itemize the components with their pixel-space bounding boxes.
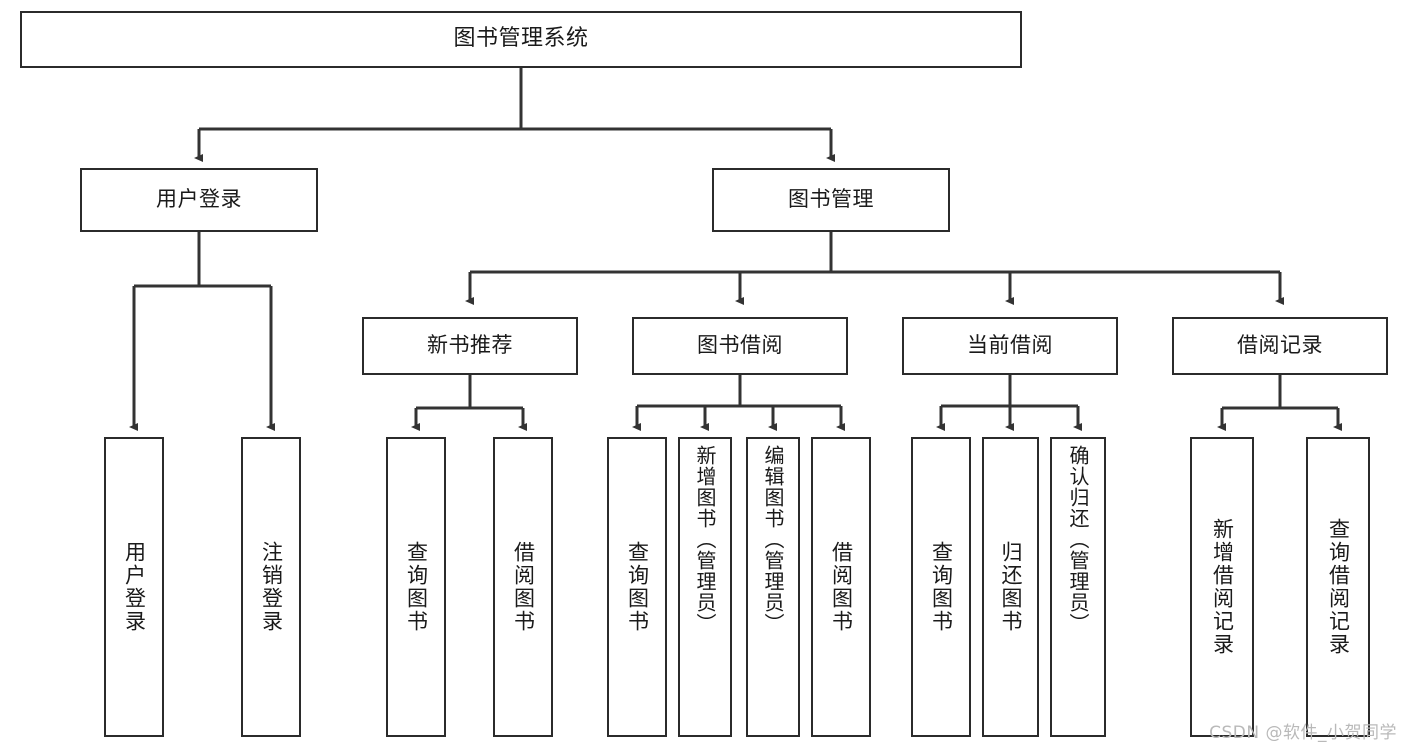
- node-leaf-user-login-label: 用户登录: [122, 541, 147, 633]
- node-user-login[interactable]: 用户登录: [80, 168, 318, 232]
- node-leaf-add-record[interactable]: 新增借阅记录: [1190, 437, 1254, 737]
- node-leaf-logout[interactable]: 注销登录: [241, 437, 301, 737]
- node-book-borrow-label: 图书借阅: [697, 333, 783, 358]
- node-leaf-logout-label: 注销登录: [259, 541, 284, 633]
- node-leaf-edit-book[interactable]: 编辑图书（管理员）: [746, 437, 800, 737]
- node-borrow-record-label: 借阅记录: [1237, 333, 1323, 358]
- node-root-label: 图书管理系统: [453, 26, 589, 52]
- node-user-login-label: 用户登录: [156, 187, 242, 212]
- node-leaf-borrow-book-2-label: 借阅图书: [829, 541, 854, 633]
- node-book-manage[interactable]: 图书管理: [712, 168, 950, 232]
- node-leaf-add-record-label: 新增借阅记录: [1210, 518, 1235, 656]
- node-leaf-query-record[interactable]: 查询借阅记录: [1306, 437, 1370, 737]
- node-leaf-edit-book-label: 编辑图书（管理员）: [761, 445, 785, 634]
- node-leaf-return-book-label: 归还图书: [999, 541, 1023, 633]
- node-leaf-return-book[interactable]: 归还图书: [982, 437, 1039, 737]
- node-new-book-rec[interactable]: 新书推荐: [362, 317, 578, 375]
- node-leaf-query-record-label: 查询借阅记录: [1326, 518, 1351, 656]
- watermark: CSDN @软件_小贺同学: [1209, 723, 1397, 743]
- node-leaf-add-book[interactable]: 新增图书（管理员）: [678, 437, 732, 737]
- node-leaf-query-book-2[interactable]: 查询图书: [607, 437, 667, 737]
- node-leaf-confirm-return[interactable]: 确认归还（管理员）: [1050, 437, 1106, 737]
- node-book-borrow[interactable]: 图书借阅: [632, 317, 848, 375]
- node-leaf-user-login[interactable]: 用户登录: [104, 437, 164, 737]
- node-leaf-confirm-return-label: 确认归还（管理员）: [1066, 445, 1090, 634]
- node-leaf-borrow-book-1[interactable]: 借阅图书: [493, 437, 553, 737]
- node-leaf-query-book-3[interactable]: 查询图书: [911, 437, 971, 737]
- node-root[interactable]: 图书管理系统: [20, 11, 1022, 68]
- node-book-manage-label: 图书管理: [788, 187, 874, 212]
- node-current-borrow-label: 当前借阅: [967, 333, 1053, 358]
- node-leaf-borrow-book-1-label: 借阅图书: [511, 541, 536, 633]
- node-leaf-query-book-3-label: 查询图书: [929, 541, 954, 633]
- node-leaf-query-book-2-label: 查询图书: [625, 541, 650, 633]
- node-current-borrow[interactable]: 当前借阅: [902, 317, 1118, 375]
- node-borrow-record[interactable]: 借阅记录: [1172, 317, 1388, 375]
- node-leaf-borrow-book-2[interactable]: 借阅图书: [811, 437, 871, 737]
- node-new-book-rec-label: 新书推荐: [427, 333, 513, 358]
- node-leaf-query-book-1[interactable]: 查询图书: [386, 437, 446, 737]
- node-leaf-add-book-label: 新增图书（管理员）: [693, 445, 717, 634]
- node-leaf-query-book-1-label: 查询图书: [404, 541, 429, 633]
